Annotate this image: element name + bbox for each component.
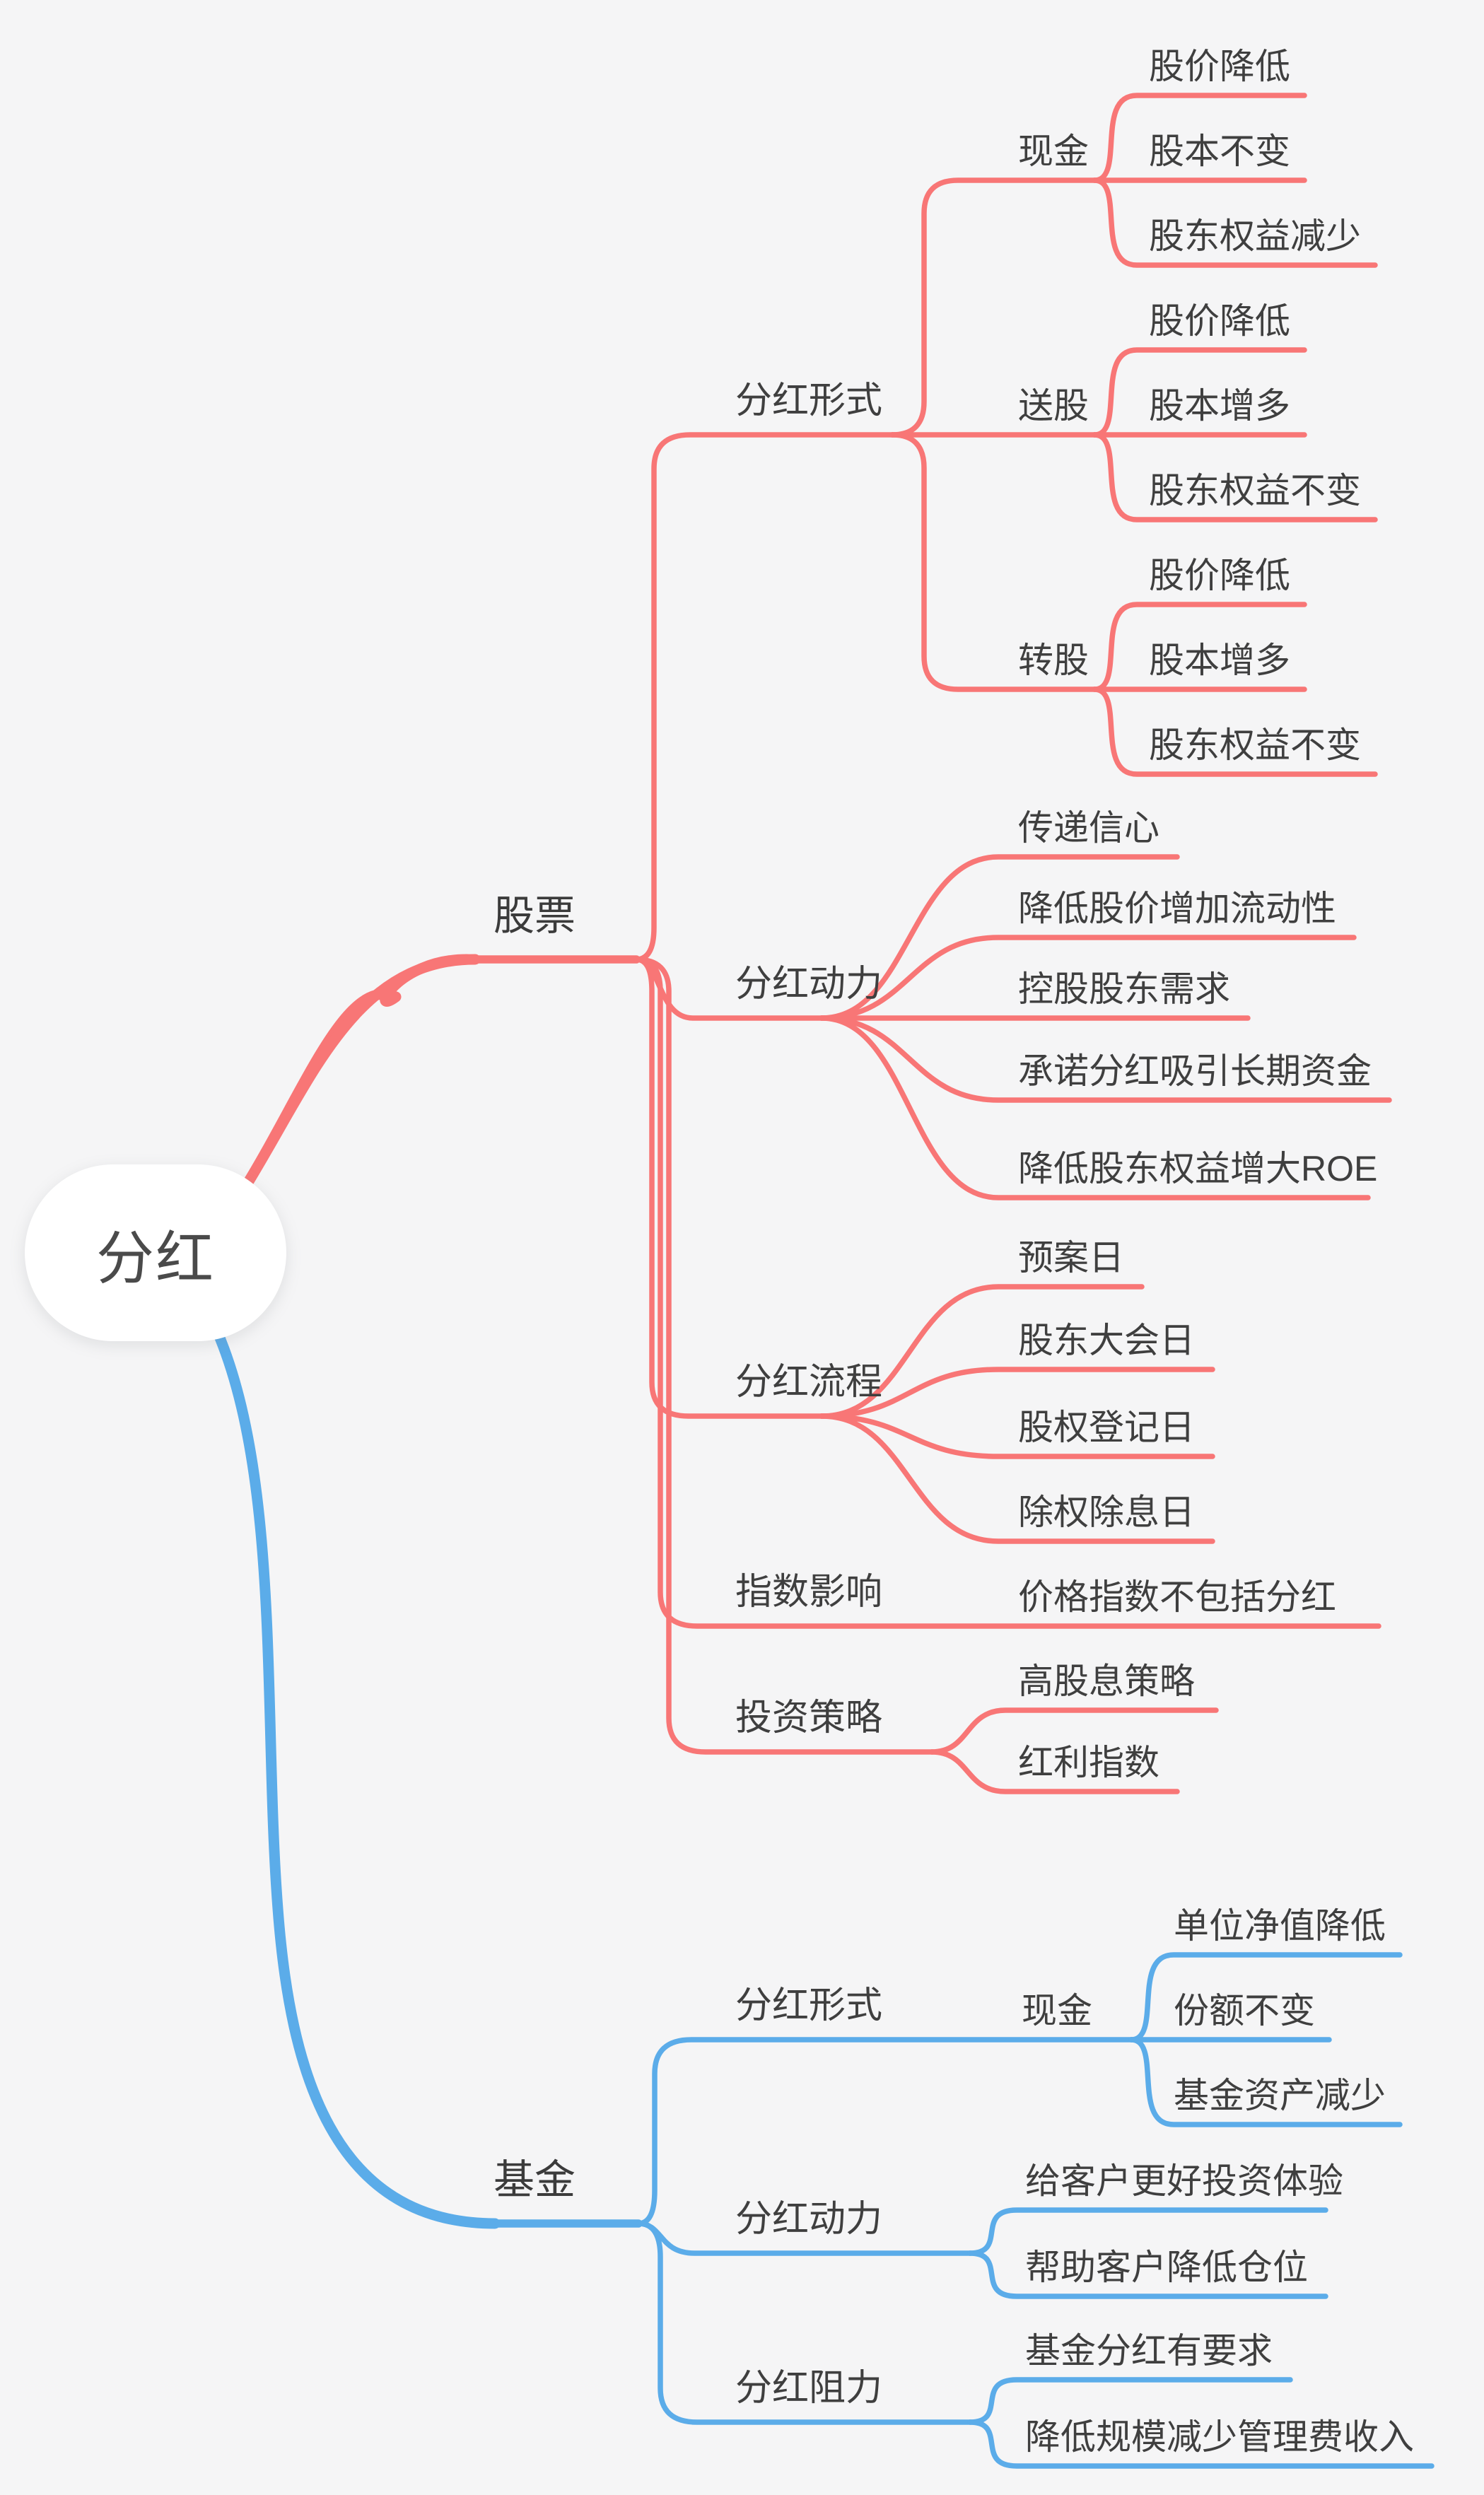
fund-cash-effect-line-0: [1128, 1952, 1403, 2043]
root-label: 分红: [95, 1226, 215, 1291]
process-line-2: [819, 1413, 1215, 1459]
node-fund-resistance-1[interactable]: 降低规模减少管理费收入: [1025, 2417, 1414, 2457]
fund-motives-line-0: [967, 2207, 1328, 2256]
stock-takeoff-forms: [633, 432, 895, 962]
node-fund-motive-1[interactable]: 帮助客户降低仓位: [1025, 2248, 1308, 2287]
node-convert-effect-2[interactable]: 股东权益不变: [1149, 725, 1361, 765]
root-node[interactable]: 分红: [25, 1164, 286, 1341]
process-line-3: [819, 1413, 1215, 1544]
node-strategy-0[interactable]: 高股息策略: [1018, 1661, 1195, 1701]
node-motive-2[interactable]: 控股股东需求: [1018, 969, 1230, 1009]
node-process-2[interactable]: 股权登记日: [1018, 1408, 1195, 1447]
node-fund[interactable]: 基金: [493, 2157, 576, 2203]
node-fund-motives[interactable]: 分红动力: [735, 2199, 883, 2240]
node-fund-forms[interactable]: 分红形式: [735, 1985, 883, 2026]
node-motive-4[interactable]: 降低股东权益增大ROE: [1018, 1149, 1378, 1188]
node-fund-resistance-0[interactable]: 基金分红有要求: [1025, 2331, 1273, 2371]
node-stock[interactable]: 股票: [493, 893, 576, 939]
forms-to-convert: [889, 432, 1097, 692]
process-line-1: [819, 1367, 1215, 1419]
node-fund-forms-cash[interactable]: 现金: [1022, 1991, 1092, 2031]
node-fund-resistance[interactable]: 分红阻力: [735, 2368, 883, 2409]
node-stock-strategy[interactable]: 投资策略: [735, 1698, 883, 1739]
node-stock-process[interactable]: 分红流程: [735, 1362, 883, 1403]
node-stock-forms-bonus[interactable]: 送股: [1018, 386, 1089, 426]
fund-motives-line-1: [967, 2250, 1328, 2299]
bonus-effect-line-0: [1092, 347, 1307, 438]
strategy-line-1: [929, 1749, 1180, 1794]
stock-takeoff-process: [633, 957, 824, 1419]
node-stock-motives[interactable]: 分红动力: [735, 964, 883, 1005]
convert-effect-line-0: [1092, 602, 1307, 692]
node-cash-effect-1[interactable]: 股本不变: [1149, 132, 1290, 171]
motives-line-3: [819, 1015, 1392, 1103]
node-process-1[interactable]: 股东大会日: [1018, 1321, 1195, 1360]
stock-takeoff-strategy: [633, 957, 935, 1755]
node-motive-0[interactable]: 传递信心: [1018, 808, 1159, 848]
fund-trunk-curve: [210, 1322, 501, 2229]
motives-line-1: [819, 935, 1357, 1021]
fund-cash-effect-line-2: [1128, 2037, 1403, 2127]
fund-resistance-line-1: [967, 2419, 1435, 2469]
fund-takeoff-resistance: [636, 2221, 973, 2425]
node-cash-effect-2[interactable]: 股东权益减少: [1149, 216, 1361, 256]
node-index-0[interactable]: 价格指数不包括分红: [1018, 1577, 1336, 1617]
stock-trunk-curve: [238, 954, 472, 1195]
node-fund-cash-effect-2[interactable]: 基金资产减少: [1174, 2076, 1386, 2115]
motives-line-4: [819, 1015, 1371, 1200]
bonus-effect-line-2: [1092, 432, 1378, 522]
node-motive-3[interactable]: 承诺分红吸引长期资金: [1018, 1051, 1372, 1091]
node-process-0[interactable]: 预案日: [1018, 1238, 1124, 1278]
fund-takeoff-forms: [636, 2037, 1134, 2226]
node-stock-forms[interactable]: 分红形式: [735, 380, 883, 421]
strategy-line-0: [929, 1707, 1219, 1755]
motives-line-0: [819, 854, 1180, 1021]
node-bonus-effect-2[interactable]: 股东权益不变: [1149, 471, 1361, 510]
node-fund-cash-effect-0[interactable]: 单位净值降低: [1174, 1906, 1386, 1946]
fund-resistance-line-0: [967, 2377, 1293, 2425]
node-fund-cash-effect-1[interactable]: 份额不变: [1174, 1991, 1315, 2031]
node-stock-forms-cash[interactable]: 现金: [1018, 132, 1089, 171]
forms-to-cash: [889, 177, 1097, 438]
cash-effect-line-2: [1092, 177, 1378, 268]
node-stock-forms-convert[interactable]: 转股: [1018, 641, 1089, 680]
convert-effect-line-2: [1092, 686, 1378, 777]
node-fund-motive-0[interactable]: 给客户更好投资体验: [1025, 2161, 1343, 2201]
node-motive-1[interactable]: 降低股价增加流动性: [1018, 889, 1336, 928]
node-convert-effect-0[interactable]: 股价降低: [1149, 556, 1290, 595]
node-cash-effect-0[interactable]: 股价降低: [1149, 47, 1290, 86]
node-convert-effect-1[interactable]: 股本增多: [1149, 641, 1290, 680]
process-line-0: [819, 1284, 1145, 1419]
cash-effect-line-0: [1092, 93, 1307, 183]
node-strategy-1[interactable]: 红利指数: [1018, 1743, 1159, 1782]
node-bonus-effect-1[interactable]: 股本增多: [1149, 386, 1290, 426]
node-stock-index[interactable]: 指数影响: [735, 1572, 883, 1613]
node-bonus-effect-0[interactable]: 股价降低: [1149, 301, 1290, 341]
stock-trunk-curve2: [238, 954, 481, 1195]
node-process-3[interactable]: 除权除息日: [1018, 1492, 1195, 1532]
